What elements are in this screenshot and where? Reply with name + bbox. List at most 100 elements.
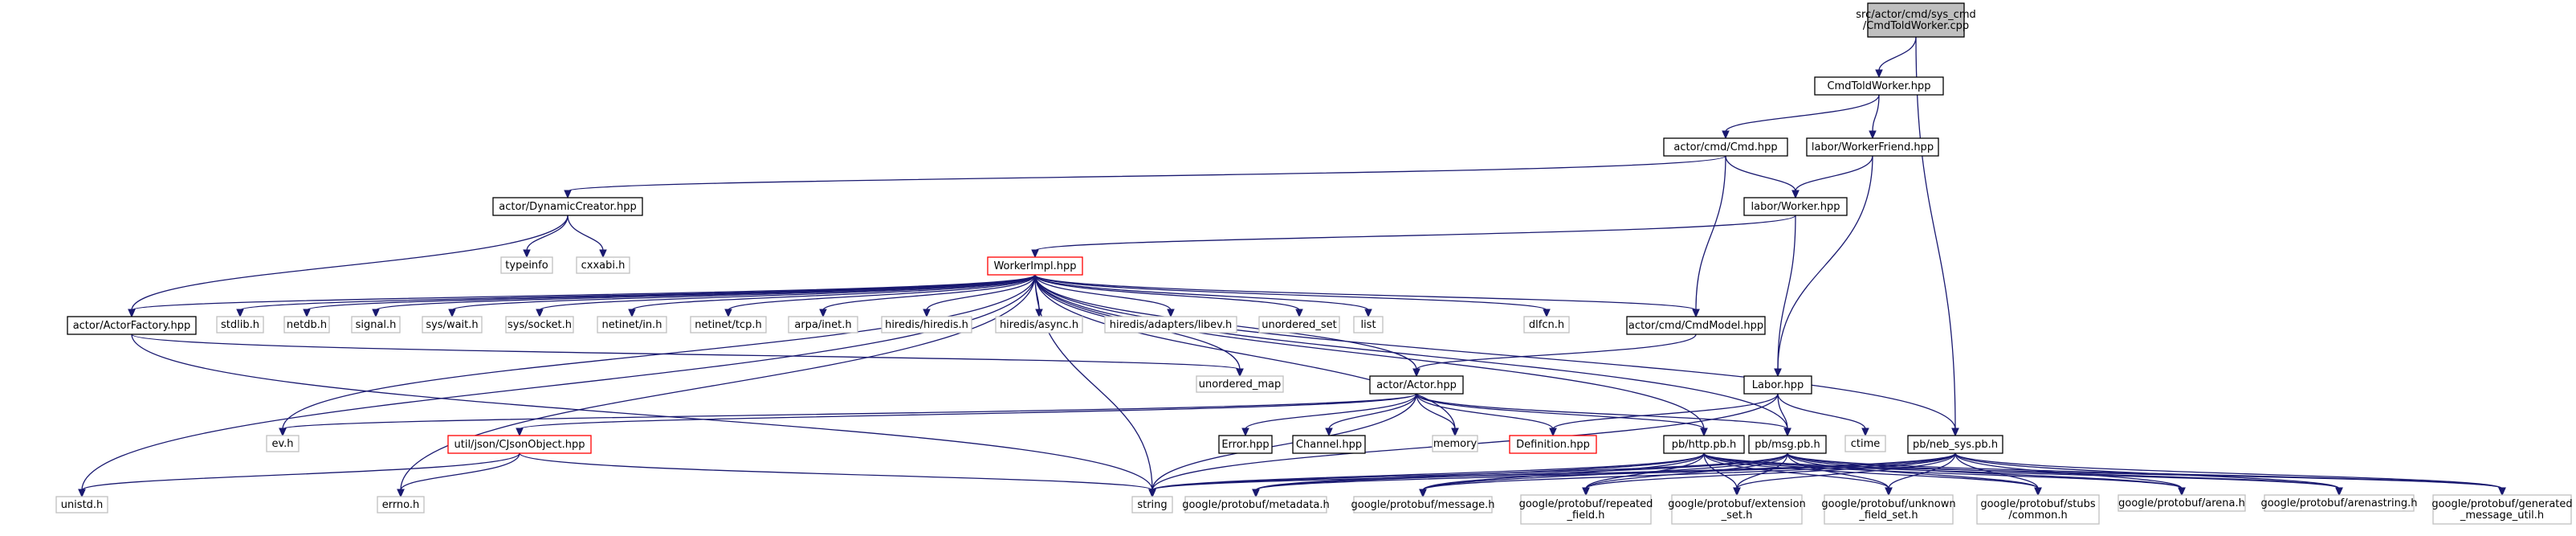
node-hiredis[interactable]: hiredis/hiredis.h	[881, 316, 972, 333]
node-error[interactable]: Error.hpp	[1218, 435, 1273, 454]
node-box-neb_sys[interactable]	[1907, 435, 2003, 454]
node-box-cmd[interactable]	[1663, 137, 1788, 157]
node-box-extension[interactable]	[1671, 494, 1803, 525]
node-box-signal[interactable]	[351, 316, 401, 333]
node-workerfriend[interactable]: labor/WorkerFriend.hpp	[1806, 137, 1939, 157]
node-box-arena[interactable]	[2117, 494, 2246, 512]
node-neb_sys[interactable]: pb/neb_sys.pb.h	[1907, 435, 2003, 454]
node-worker[interactable]: labor/Worker.hpp	[1743, 197, 1848, 216]
node-box-channel[interactable]	[1292, 435, 1366, 454]
node-box-list[interactable]	[1353, 316, 1384, 333]
node-box-message[interactable]	[1353, 496, 1493, 513]
node-cmdmodel[interactable]: actor/cmd/CmdModel.hpp	[1626, 316, 1766, 335]
node-box-ctime[interactable]	[1844, 435, 1886, 452]
node-netinettcp[interactable]: netinet/tcp.h	[690, 316, 767, 333]
node-unistd[interactable]: unistd.h	[55, 496, 108, 513]
node-channel[interactable]: Channel.hpp	[1292, 435, 1366, 454]
node-box-syswait[interactable]	[422, 316, 483, 333]
node-memory[interactable]: memory	[1432, 435, 1478, 452]
node-box-hiredis[interactable]	[881, 316, 972, 333]
node-cmd[interactable]: actor/cmd/Cmd.hpp	[1663, 137, 1788, 157]
node-box-generated[interactable]	[2432, 494, 2572, 525]
node-box-hiredisasync[interactable]	[995, 316, 1083, 333]
node-string[interactable]: string	[1131, 496, 1173, 513]
node-box-netinettcp[interactable]	[690, 316, 767, 333]
node-dynamiccreator[interactable]: actor/DynamicCreator.hpp	[492, 197, 643, 216]
node-box-stubs[interactable]	[1976, 494, 2100, 525]
node-box-metadata[interactable]	[1184, 496, 1327, 513]
node-ctime[interactable]: ctime	[1844, 435, 1886, 452]
node-box-typeinfo[interactable]	[500, 256, 553, 274]
node-msg[interactable]: pb/msg.pb.h	[1748, 435, 1827, 454]
node-unorderedset[interactable]: unordered_set	[1258, 316, 1340, 333]
node-cmdtoldworker[interactable]: CmdToldWorker.hpp	[1814, 76, 1944, 96]
node-box-dynamiccreator[interactable]	[492, 197, 643, 216]
node-box-worker[interactable]	[1743, 197, 1848, 216]
node-stubs[interactable]: google/protobuf/stubs/common.h	[1976, 494, 2100, 525]
node-cxxabi[interactable]: cxxabi.h	[576, 256, 630, 274]
node-box-unistd[interactable]	[55, 496, 108, 513]
node-errno[interactable]: errno.h	[377, 496, 425, 513]
node-message[interactable]: google/protobuf/message.h	[1351, 496, 1495, 513]
node-box-http[interactable]	[1663, 435, 1745, 454]
node-metadata[interactable]: google/protobuf/metadata.h	[1182, 496, 1330, 513]
node-box-msg[interactable]	[1748, 435, 1827, 454]
node-box-netdb[interactable]	[283, 316, 330, 333]
node-box-cmdtoldworker[interactable]	[1814, 76, 1944, 96]
node-box-definition[interactable]	[1509, 435, 1597, 454]
node-extension[interactable]: google/protobuf/extension_set.h	[1668, 494, 1806, 525]
node-box-unknown[interactable]	[1824, 494, 1954, 525]
node-arenastring[interactable]: google/protobuf/arenastring.h	[2260, 494, 2418, 512]
node-stdlib[interactable]: stdlib.h	[216, 316, 264, 333]
node-box-cjson[interactable]	[447, 435, 592, 454]
node-netinetin[interactable]: netinet/in.h	[597, 316, 667, 333]
node-box-cmdmodel[interactable]	[1626, 316, 1766, 335]
node-box-dlfcn[interactable]	[1523, 316, 1570, 333]
node-hiredisasync[interactable]: hiredis/async.h	[995, 316, 1083, 333]
node-box-errno[interactable]	[377, 496, 425, 513]
node-unknown[interactable]: google/protobuf/unknown_field_set.h	[1821, 494, 1956, 525]
node-actorfactory[interactable]: actor/ActorFactory.hpp	[67, 316, 197, 335]
node-dlfcn[interactable]: dlfcn.h	[1523, 316, 1570, 333]
node-syswait[interactable]: sys/wait.h	[422, 316, 483, 333]
node-labor[interactable]: Labor.hpp	[1743, 375, 1812, 395]
node-box-actor[interactable]	[1369, 375, 1464, 395]
node-box-netinetin[interactable]	[597, 316, 667, 333]
node-list[interactable]: list	[1353, 316, 1384, 333]
node-actor[interactable]: actor/Actor.hpp	[1369, 375, 1464, 395]
node-workerimpl[interactable]: WorkerImpl.hpp	[987, 256, 1083, 276]
node-netdb[interactable]: netdb.h	[283, 316, 330, 333]
node-box-arpainet[interactable]	[788, 316, 858, 333]
node-box-cxxabi[interactable]	[576, 256, 630, 274]
node-root[interactable]: src/actor/cmd/sys_cmd/CmdToldWorker.cpp	[1856, 2, 1976, 38]
node-arpainet[interactable]: arpa/inet.h	[788, 316, 858, 333]
node-arena[interactable]: google/protobuf/arena.h	[2117, 494, 2246, 512]
node-unorderedmap[interactable]: unordered_map	[1196, 375, 1284, 393]
node-box-unorderedset[interactable]	[1258, 316, 1340, 333]
node-cjson[interactable]: util/json/CJsonObject.hpp	[447, 435, 592, 454]
node-box-workerimpl[interactable]	[987, 256, 1083, 276]
node-box-root[interactable]	[1867, 2, 1965, 38]
node-box-string[interactable]	[1131, 496, 1173, 513]
node-box-memory[interactable]	[1432, 435, 1478, 452]
node-syssocket[interactable]: sys/socket.h	[505, 316, 574, 333]
node-box-arenastring[interactable]	[2264, 494, 2415, 512]
node-box-stdlib[interactable]	[216, 316, 264, 333]
node-signal[interactable]: signal.h	[351, 316, 401, 333]
node-typeinfo[interactable]: typeinfo	[500, 256, 553, 274]
node-definition[interactable]: Definition.hpp	[1509, 435, 1597, 454]
node-box-syssocket[interactable]	[505, 316, 574, 333]
node-libev[interactable]: hiredis/adapters/libev.h	[1104, 316, 1237, 333]
node-box-error[interactable]	[1218, 435, 1273, 454]
node-box-libev[interactable]	[1104, 316, 1237, 333]
node-repeated[interactable]: google/protobuf/repeated_field.h	[1519, 494, 1653, 525]
node-generated[interactable]: google/protobuf/generated_message_util.h	[2431, 494, 2573, 525]
node-box-unorderedmap[interactable]	[1196, 375, 1284, 393]
node-box-labor[interactable]	[1743, 375, 1812, 395]
node-box-workerfriend[interactable]	[1806, 137, 1939, 157]
node-box-evh[interactable]	[266, 435, 300, 452]
node-evh[interactable]: ev.h	[266, 435, 300, 452]
node-box-repeated[interactable]	[1520, 494, 1652, 525]
node-http[interactable]: pb/http.pb.h	[1663, 435, 1745, 454]
node-box-actorfactory[interactable]	[67, 316, 197, 335]
